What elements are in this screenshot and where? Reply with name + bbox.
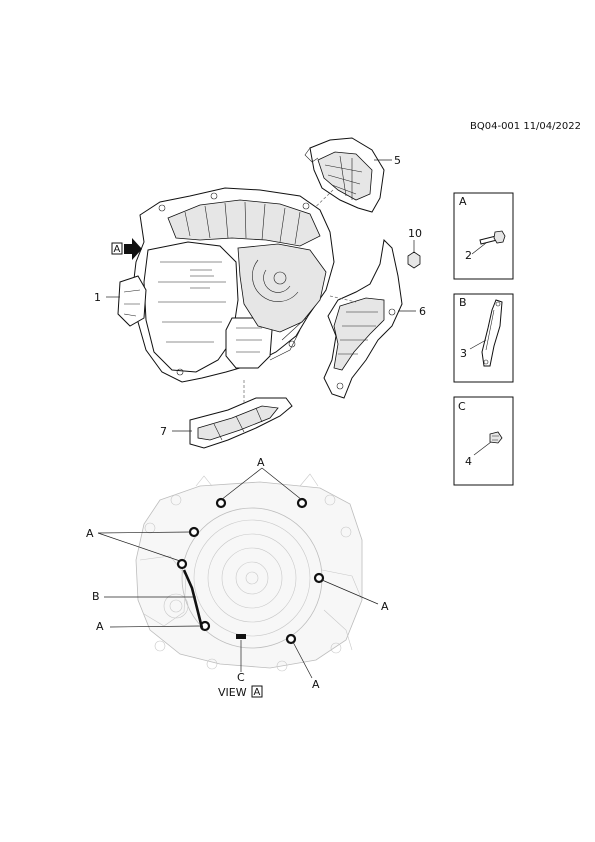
view-arrow-letter: A — [114, 244, 121, 255]
view-caption-letter-box — [251, 685, 263, 698]
fastener-a-top-right — [296, 497, 308, 509]
callout-6: 6 — [419, 305, 426, 318]
detail-box-b-frame — [453, 293, 514, 383]
lower-view-leaders — [97, 467, 379, 679]
detail-box-b: B 3 — [453, 293, 514, 383]
leader-4 — [473, 441, 492, 456]
part-5-guide-line — [299, 189, 334, 223]
callout-7: 7 — [160, 425, 167, 438]
detail-box-a-frame — [453, 192, 514, 280]
detail-box-c-frame — [453, 396, 514, 486]
callout-3: 3 — [460, 347, 467, 360]
part-5-heat-shield — [304, 137, 385, 213]
marker-a-left-1: A — [86, 527, 94, 540]
leader-2 — [471, 242, 487, 255]
callout-10: 10 — [408, 227, 422, 240]
callout-2: 2 — [465, 249, 472, 262]
view-caption-letter: A — [254, 687, 261, 698]
view-a-caption: VIEW A — [218, 685, 263, 699]
bolt-head — [493, 230, 506, 244]
fastener-a-top-left — [215, 497, 227, 509]
marker-a-bottom-right: A — [312, 678, 320, 691]
part-7-under-shield — [189, 397, 293, 449]
view-arrow-letter-box — [111, 242, 123, 255]
marker-a-top: A — [257, 456, 265, 469]
view-arrow-a: A — [111, 238, 142, 260]
part-10-nut — [407, 251, 421, 269]
lower-view-transmission — [135, 473, 363, 672]
marker-b: B — [92, 590, 100, 603]
view-direction-arrow-icon — [124, 238, 142, 260]
document-id: BQ04-001 11/04/2022 — [470, 121, 581, 132]
marker-c: C — [237, 671, 245, 684]
part-6-side-shield — [323, 238, 403, 399]
detail-box-c-letter: C — [458, 400, 466, 413]
clip-c-highlight — [236, 634, 246, 639]
fastener-a-right — [313, 572, 325, 584]
detail-box-a: A 2 — [453, 192, 514, 280]
fastener-a-left-upper — [188, 526, 200, 538]
bracket-b-highlight — [182, 569, 204, 629]
detail-box-b-letter: B — [459, 296, 467, 309]
fastener-a-bottom-right — [285, 633, 297, 645]
view-caption-text: VIEW — [218, 686, 247, 699]
part-6-guide-line — [329, 295, 357, 303]
callout-1: 1 — [94, 291, 101, 304]
leader-3 — [469, 339, 487, 350]
marker-a-right: A — [381, 600, 389, 613]
bracket-clip — [481, 299, 503, 367]
detail-box-c: C 4 — [453, 396, 514, 486]
marker-a-left-2: A — [96, 620, 104, 633]
fastener-a-left-mid — [176, 558, 188, 570]
callout-4: 4 — [465, 455, 472, 468]
detail-box-a-letter: A — [459, 195, 467, 208]
transmission-assembly — [117, 187, 335, 383]
callout-5: 5 — [394, 154, 401, 167]
